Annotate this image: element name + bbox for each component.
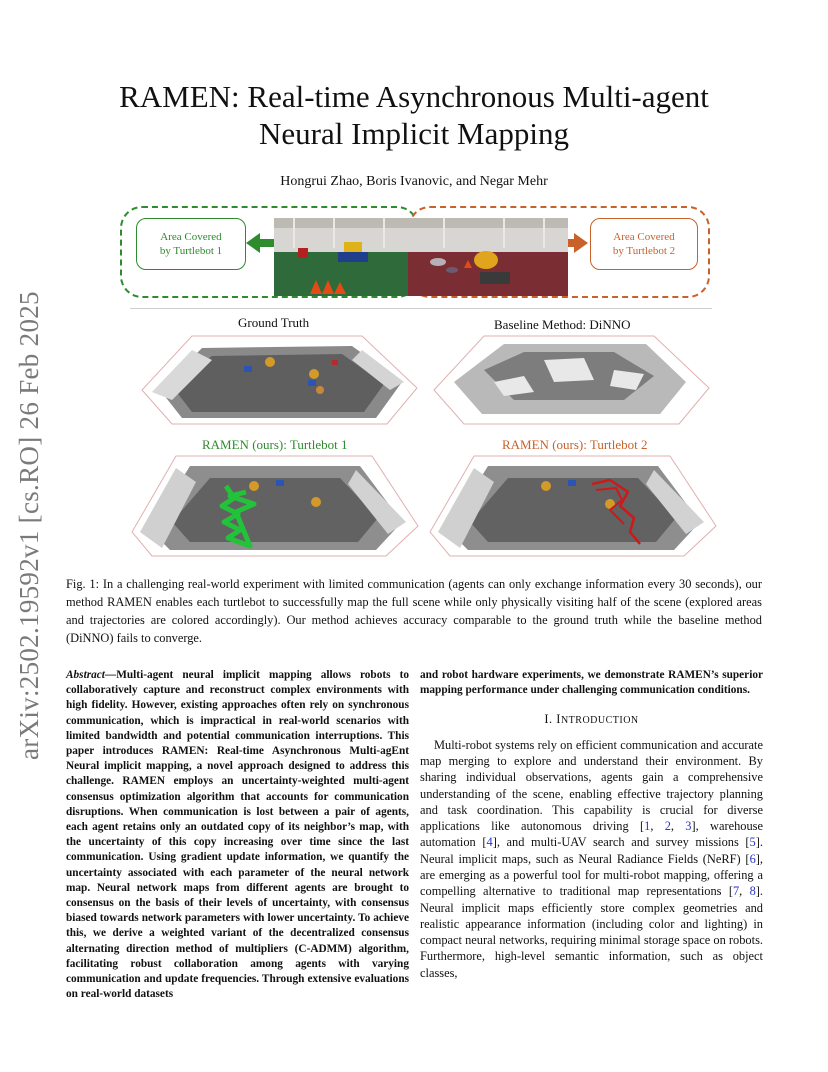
figure-divider [130, 308, 712, 309]
intro-text-2: ], warehouse automation [ [420, 819, 763, 850]
figure-caption: Fig. 1: In a challenging real-world expe… [66, 577, 762, 645]
panel-label-turtlebot-1: RAMEN (ours): Turtlebot 1 [202, 437, 348, 452]
intro-sep-2: , [670, 819, 686, 834]
author-list: Hongrui Zhao, Boris Ivanovic, and Negar … [280, 174, 548, 189]
intro-text-5: ], are emerging as a powerful tool for m… [420, 851, 763, 899]
citation-8[interactable]: 8 [749, 884, 756, 899]
panel-label-turtlebot-2: RAMEN (ours): Turtlebot 2 [502, 437, 648, 452]
area-turtlebot-2-label: Area Covered by Turtlebot 2 [612, 231, 676, 257]
intro-text-3: ], and multi-UAV search and survey missi… [492, 835, 750, 850]
scene-photo-image [274, 218, 568, 296]
intro-sep-3: , [739, 884, 750, 899]
baseline-reconstruction [433, 335, 710, 425]
intro-sep-1: , [650, 819, 665, 834]
citation-6[interactable]: 6 [749, 851, 756, 866]
right-column: and robot hardware experiments, we demon… [420, 668, 763, 981]
figure-1: Area Covered by Turtlebot 1 Area Covered… [110, 200, 722, 560]
turtlebot-1-trajectory [219, 484, 257, 549]
paper-title: RAMEN: Real-time Asynchronous Multi-agen… [70, 78, 758, 152]
abstract-column: Abstract—Multi-agent neural implicit map… [66, 668, 409, 1002]
citation-4[interactable]: 4 [486, 835, 493, 850]
introduction-paragraph: Multi-robot systems rely on efficient co… [420, 737, 763, 981]
scene-photo [274, 218, 568, 296]
panel-label-ground-truth: Ground Truth [238, 315, 310, 330]
arxiv-identifier: arXiv:2502.19592v1 [cs.RO] 26 Feb 2025 [14, 291, 44, 760]
turtlebot-1-reconstruction [131, 455, 419, 557]
intro-text-6: ]. Neural implicit maps efficiently stor… [420, 884, 764, 980]
section-title-rest: NTRODUCTION [560, 715, 639, 727]
area-turtlebot-2-box: Area Covered by Turtlebot 2 [590, 218, 698, 270]
intro-text-1: Multi-robot systems rely on efficient co… [420, 737, 763, 834]
turtlebot-2-trajectory [591, 478, 641, 545]
title-line-2: Neural Implicit Mapping [259, 116, 569, 151]
citation-2[interactable]: 2 [664, 819, 671, 834]
section-first-letter: I [556, 712, 561, 727]
abstract-label: Abstract [66, 669, 105, 681]
panel-label-baseline: Baseline Method: DiNNO [494, 317, 631, 332]
turtlebot-2-reconstruction [429, 455, 717, 557]
citation-3[interactable]: 3 [685, 819, 692, 834]
citation-5[interactable]: 5 [749, 835, 756, 850]
area-turtlebot-1-box: Area Covered by Turtlebot 1 [136, 218, 246, 270]
section-numeral: I. [544, 712, 553, 727]
ground-truth-reconstruction [141, 335, 418, 425]
citation-7[interactable]: 7 [732, 884, 740, 899]
intro-text-4: ]. Neural implicit maps, such as Neural … [420, 835, 763, 866]
title-line-1: RAMEN: Real-time Asynchronous Multi-agen… [119, 79, 709, 114]
abstract-continuation: and robot hardware experiments, we demon… [420, 669, 763, 697]
citation-1[interactable]: 1 [644, 819, 651, 834]
abstract-text: —Multi-agent neural implicit mapping all… [66, 669, 409, 1001]
area-turtlebot-1-label: Area Covered by Turtlebot 1 [159, 231, 223, 257]
section-heading-introduction: I. INTRODUCTION [420, 712, 763, 728]
